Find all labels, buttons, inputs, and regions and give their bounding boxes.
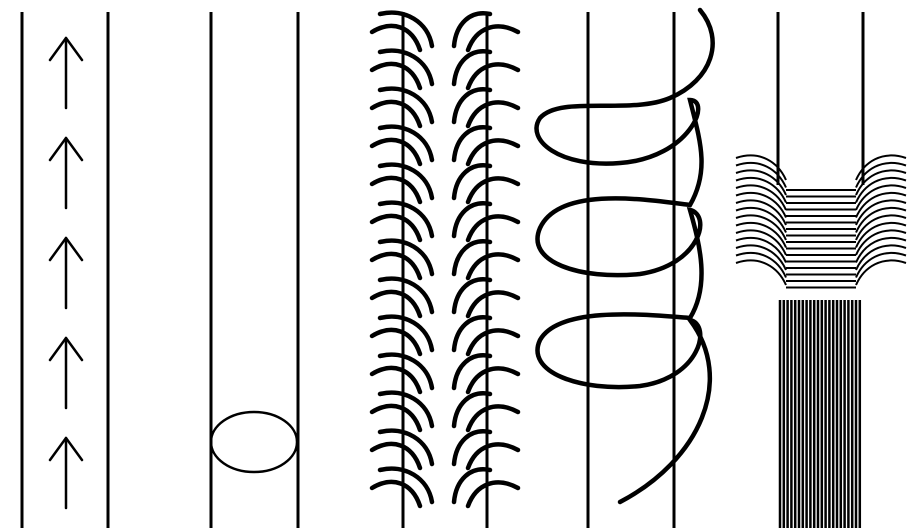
hook-left-outer	[372, 216, 420, 240]
bubble-ellipse	[211, 412, 297, 472]
hook-left-outer	[372, 330, 420, 354]
hook-right-outer	[468, 216, 518, 240]
hook-left-outer	[372, 26, 420, 50]
panel-fishbone	[372, 12, 518, 528]
hook-right-outer	[468, 444, 518, 468]
panel-arrows	[22, 12, 108, 528]
hook-right-outer	[468, 368, 518, 392]
hook-left-outer	[372, 178, 420, 202]
hook-left-outer	[372, 482, 420, 506]
hook-right-outer	[468, 26, 518, 50]
hook-right-outer	[468, 140, 518, 164]
hook-left-outer	[372, 102, 420, 126]
hook-right-outer	[468, 330, 518, 354]
hook-right-outer	[468, 178, 518, 202]
hook-right-outer	[468, 406, 518, 430]
hook-left-outer	[372, 254, 420, 278]
hook-right-outer	[468, 64, 518, 88]
panel-brush	[736, 12, 906, 528]
hook-left-outer	[372, 368, 420, 392]
hook-left-outer	[372, 292, 420, 316]
panel-loops	[537, 10, 713, 528]
hook-pattern	[372, 13, 518, 506]
hook-left-outer	[372, 406, 420, 430]
hook-right-outer	[468, 102, 518, 126]
brush-pattern	[736, 155, 906, 528]
hook-left-outer	[372, 64, 420, 88]
hook-left-outer	[372, 140, 420, 164]
panel-ellipse	[211, 12, 298, 528]
hook-right-outer	[468, 254, 518, 278]
hook-left-outer	[372, 444, 420, 468]
helix-curve	[537, 10, 713, 502]
hook-right-outer	[468, 292, 518, 316]
hook-right-outer	[468, 482, 518, 506]
arrow-column	[50, 38, 82, 508]
